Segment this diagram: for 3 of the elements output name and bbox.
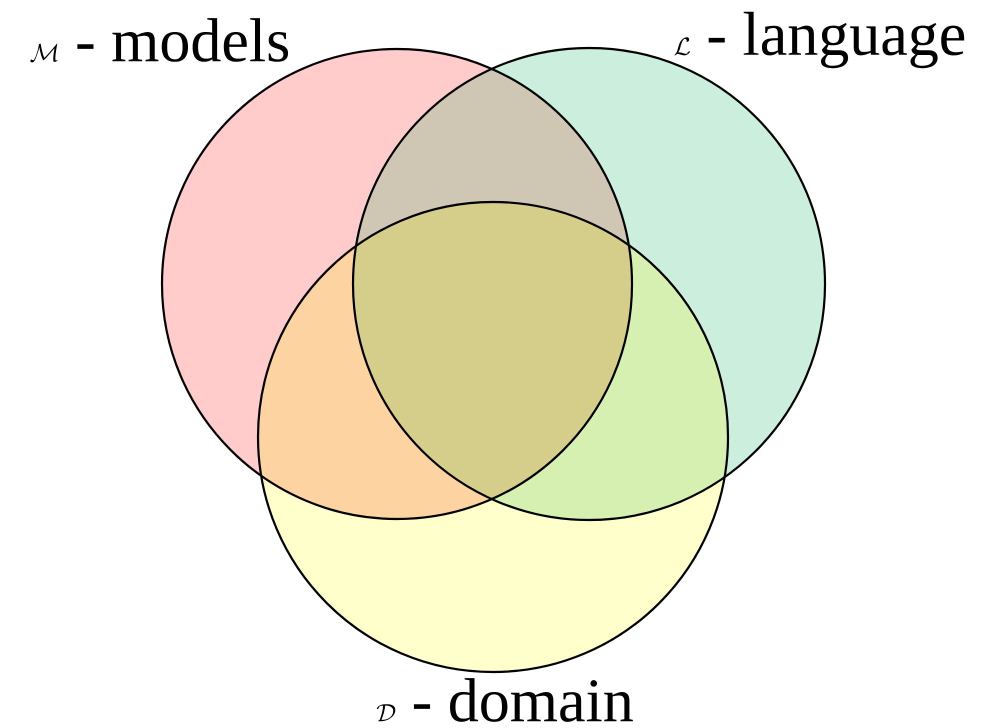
node-label: $\mathcal{M}\ \mbox{- models}$ xyxy=(30,18,288,62)
node-label: $\mathcal{D}\ \mbox{- domain}$ xyxy=(376,678,633,722)
node-label: $\mathcal{L}\ \mbox{- language}$ xyxy=(674,12,964,68)
